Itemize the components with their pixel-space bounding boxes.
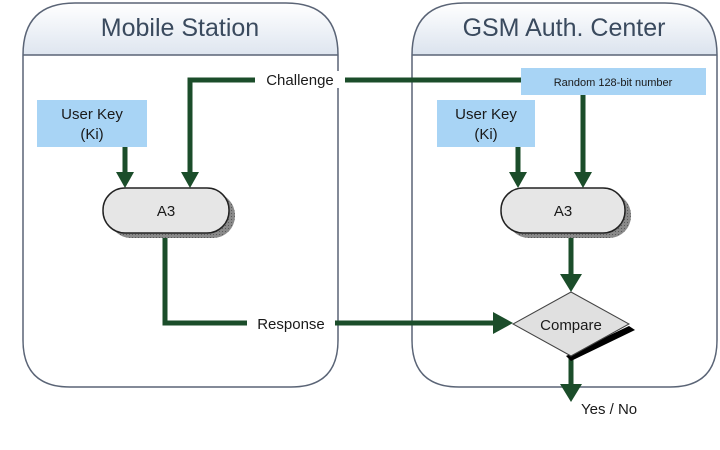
ac-user-key-line2: (Ki): [474, 126, 497, 143]
ms-a3-label: A3: [157, 203, 175, 220]
connectors: [122, 77, 586, 385]
ac-user-key-line1: User Key: [455, 106, 517, 123]
ms-user-key-node: User Key (Ki): [37, 100, 147, 147]
ac-a3-label: A3: [554, 203, 572, 220]
ac-user-key-node: User Key (Ki): [437, 100, 535, 147]
lane-mobile-station-title: Mobile Station: [101, 14, 259, 42]
ms-user-key-line2: (Ki): [80, 126, 103, 143]
arrowheads: [116, 172, 592, 402]
challenge-edge-line: [187, 77, 521, 176]
lane-gsm-auth-center: GSM Auth. Center: [411, 2, 718, 388]
compare-shadow: [566, 326, 635, 361]
lane-gsm-auth-center-header: [412, 3, 717, 55]
challenge-label-bg: [255, 71, 345, 88]
lane-mobile-station-header: [23, 3, 338, 60]
ac-random-label: Random 128-bit number: [554, 77, 673, 89]
response-label-bg: [247, 314, 335, 331]
compare-node: Compare: [511, 291, 635, 361]
result-label: Yes / No: [581, 401, 637, 418]
arrowhead-icon: [181, 172, 199, 188]
arrowhead-icon: [116, 172, 134, 188]
arrowhead-icon: [560, 274, 582, 292]
ms-user-key-line1: User Key: [61, 106, 123, 123]
arrowhead-icon: [574, 172, 592, 188]
ms-a3-node: A3: [102, 187, 235, 238]
response-edge-line: [162, 233, 496, 326]
arrowhead-icon: [493, 312, 513, 334]
compare-label: Compare: [540, 317, 602, 334]
lane-gsm-auth-center-title: GSM Auth. Center: [463, 14, 666, 42]
lane-mobile-station-border: [22, 2, 339, 388]
lane-mobile-station: Mobile Station: [22, 2, 339, 388]
arrowhead-icon: [509, 172, 527, 188]
lane-gsm-auth-center-border: [411, 2, 718, 388]
challenge-label: Challenge: [266, 72, 334, 89]
ac-a3-node: A3: [500, 187, 631, 238]
ac-random-node: Random 128-bit number: [521, 68, 706, 95]
arrowhead-icon: [560, 384, 582, 402]
response-label: Response: [257, 316, 325, 333]
